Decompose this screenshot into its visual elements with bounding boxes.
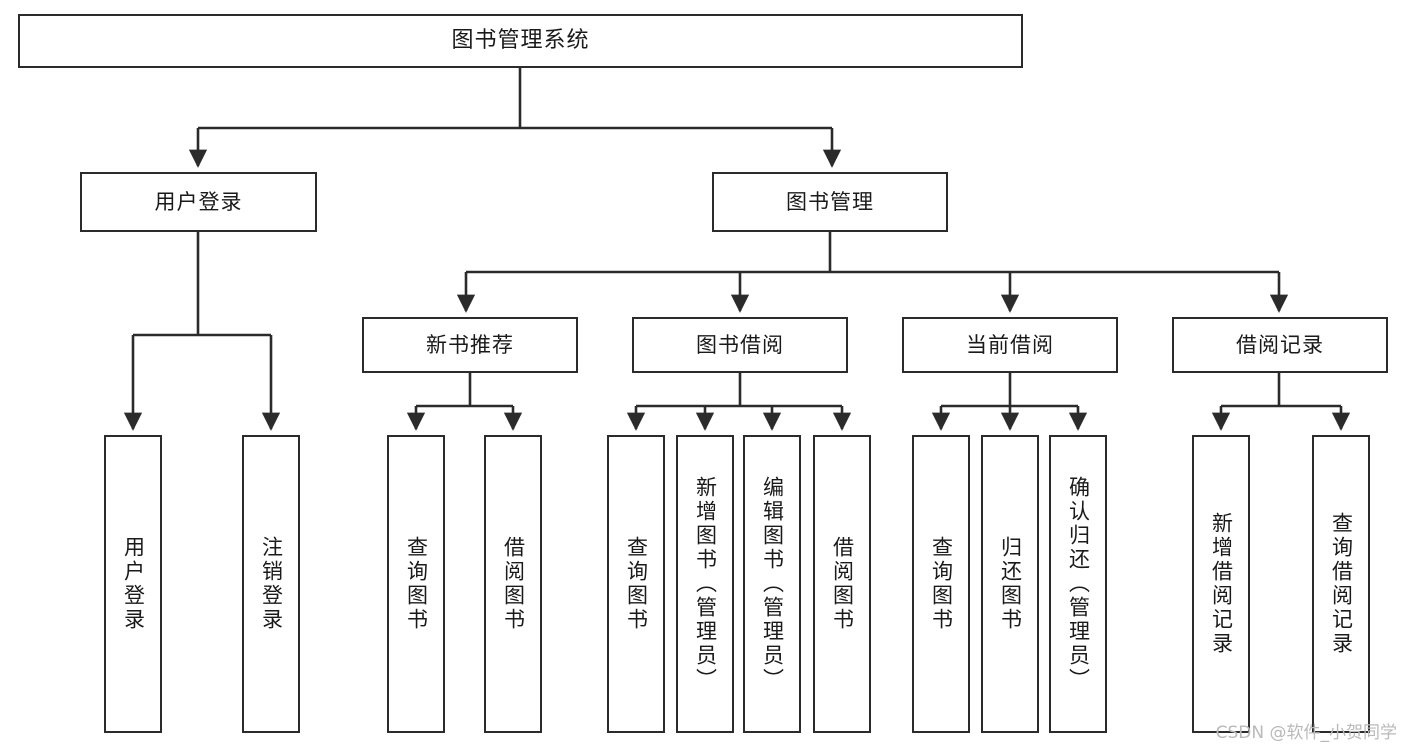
node-new-book-rec[interactable]: 新书推荐 [362, 317, 578, 373]
node-leaf-query-book-2[interactable]: 查询图书 [607, 435, 665, 733]
node-leaf-logout-label: 注销登录 [259, 536, 284, 632]
node-leaf-confirm-return[interactable]: 确认归还（管理员） [1049, 435, 1107, 733]
node-borrow-record-label: 借阅记录 [1236, 332, 1324, 357]
node-current-borrow[interactable]: 当前借阅 [902, 317, 1118, 373]
node-current-borrow-label: 当前借阅 [966, 332, 1054, 357]
node-leaf-query-record-label: 查询借阅记录 [1329, 512, 1354, 656]
node-leaf-return-book[interactable]: 归还图书 [981, 435, 1039, 733]
node-leaf-add-record-label: 新增借阅记录 [1209, 512, 1234, 656]
node-leaf-borrow-book-2-label: 借阅图书 [830, 536, 855, 632]
node-leaf-borrow-book-1[interactable]: 借阅图书 [484, 435, 542, 733]
node-book-borrow-label: 图书借阅 [696, 332, 784, 357]
node-user-login[interactable]: 用户登录 [80, 172, 317, 232]
node-leaf-add-book[interactable]: 新增图书（管理员） [676, 435, 734, 733]
node-leaf-add-record[interactable]: 新增借阅记录 [1192, 435, 1250, 733]
node-book-borrow[interactable]: 图书借阅 [632, 317, 848, 373]
node-user-login-label: 用户登录 [154, 189, 243, 214]
node-leaf-query-book-3[interactable]: 查询图书 [912, 435, 970, 733]
node-leaf-query-book-3-label: 查询图书 [929, 536, 954, 632]
node-borrow-record[interactable]: 借阅记录 [1172, 317, 1388, 373]
node-leaf-return-book-label: 归还图书 [998, 536, 1023, 632]
node-book-manage-label: 图书管理 [786, 189, 874, 214]
node-leaf-query-record[interactable]: 查询借阅记录 [1312, 435, 1370, 733]
node-leaf-confirm-return-label: 确认归还（管理员） [1066, 476, 1091, 692]
node-leaf-add-book-label: 新增图书（管理员） [693, 476, 718, 692]
node-root-label: 图书管理系统 [451, 28, 590, 54]
node-leaf-query-book-1[interactable]: 查询图书 [387, 435, 445, 733]
node-leaf-query-book-2-label: 查询图书 [624, 536, 649, 632]
node-leaf-borrow-book-2[interactable]: 借阅图书 [813, 435, 871, 733]
node-leaf-edit-book[interactable]: 编辑图书（管理员） [743, 435, 801, 733]
node-leaf-user-login[interactable]: 用户登录 [104, 435, 162, 733]
node-new-book-rec-label: 新书推荐 [426, 332, 514, 357]
node-leaf-user-login-label: 用户登录 [121, 536, 146, 632]
node-book-manage[interactable]: 图书管理 [712, 172, 948, 232]
node-leaf-edit-book-label: 编辑图书（管理员） [760, 476, 785, 692]
node-leaf-borrow-book-1-label: 借阅图书 [501, 536, 526, 632]
node-root[interactable]: 图书管理系统 [18, 14, 1023, 68]
node-leaf-query-book-1-label: 查询图书 [404, 536, 429, 632]
node-leaf-logout[interactable]: 注销登录 [242, 435, 300, 733]
